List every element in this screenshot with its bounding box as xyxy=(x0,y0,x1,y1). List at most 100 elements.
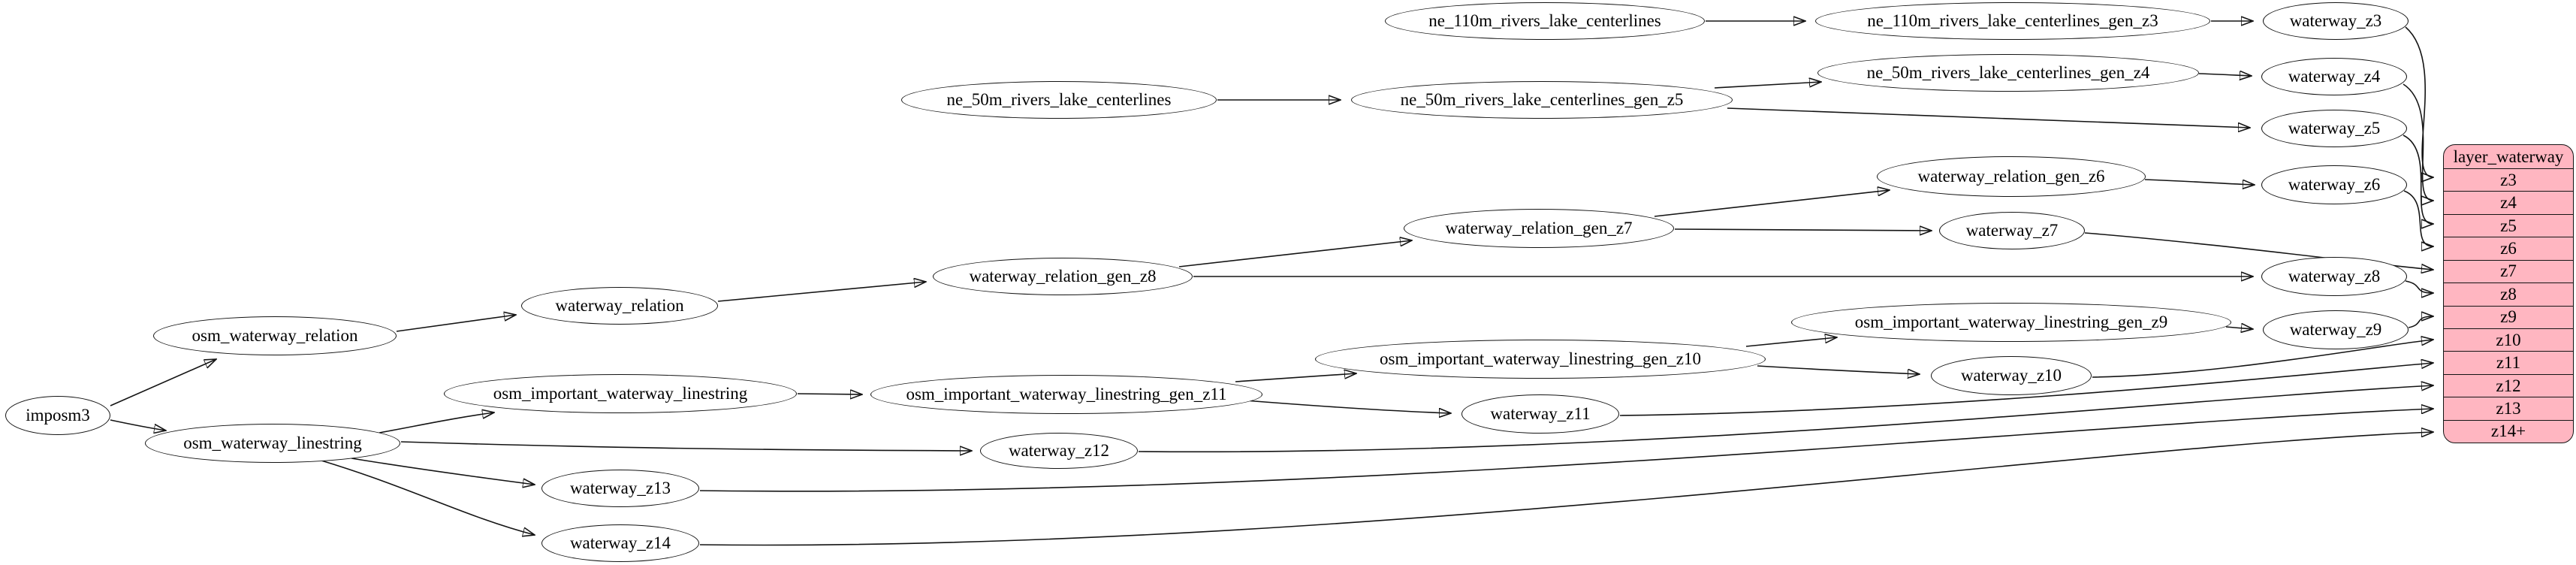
node-label: waterway_z4 xyxy=(2288,67,2381,86)
edge-ne_50m_rivers_lake_centerlines_gen_z5-waterway_z5 xyxy=(1727,107,2250,128)
edge-waterway_relation-waterway_relation_gen_z8 xyxy=(717,282,926,302)
edge-waterway_relation_gen_z7-waterway_relation_gen_z6 xyxy=(1654,190,1890,217)
node-waterway-z8: waterway_z8 xyxy=(2261,257,2407,296)
node-osm-waterway-linestring: osm_waterway_linestring xyxy=(145,424,400,463)
edge-osm_important_waterway_linestring_gen_z10-osm_important_waterway_linestring_gen_z9 xyxy=(1745,337,1837,347)
table-row-z13: z13 xyxy=(2444,397,2573,419)
table-row-z8: z8 xyxy=(2444,282,2573,305)
node-waterway-relation-gen-z6: waterway_relation_gen_z6 xyxy=(1877,156,2146,197)
edge-osm_waterway_linestring-waterway_z12 xyxy=(400,441,972,451)
edge-imposm3-osm_waterway_relation xyxy=(110,359,216,406)
edge-ne_50m_rivers_lake_centerlines_gen_z4-waterway_z4 xyxy=(2198,74,2252,76)
node-waterway-z5: waterway_z5 xyxy=(2261,110,2407,147)
edge-waterway_z7-layer_waterway-z7 xyxy=(2084,232,2433,270)
edge-osm_important_waterway_linestring_gen_z10-waterway_z10 xyxy=(1757,365,1920,374)
table-row-z3: z3 xyxy=(2500,170,2517,189)
edge-waterway_relation_gen_z7-waterway_z7 xyxy=(1674,229,1932,231)
edge-osm_waterway_linestring-osm_important_waterway_linestring xyxy=(379,412,494,434)
table-row-z10: z10 xyxy=(2444,328,2573,351)
node-label: waterway_z5 xyxy=(2288,119,2381,137)
node-ne-50m-rivers-lake-centerlines: ne_50m_rivers_lake_centerlines xyxy=(901,81,1217,119)
node-label: waterway_z11 xyxy=(1490,404,1591,423)
node-label: waterway_relation_gen_z8 xyxy=(969,267,1157,286)
edge-waterway_z4-layer_waterway-z4 xyxy=(2403,83,2433,201)
node-ne-50m-rivers-lake-centerlines-gen-z5: ne_50m_rivers_lake_centerlines_gen_z5 xyxy=(1351,81,1733,119)
table-layer-waterway: layer_waterway z3 z4 z5 z6 z7 z8 z9 z10 … xyxy=(2443,144,2574,443)
edge-waterway_z3-layer_waterway-z3 xyxy=(2405,26,2433,177)
node-osm-important-waterway-linestring-gen-z10: osm_important_waterway_linestring_gen_z1… xyxy=(1315,340,1766,379)
node-imposm3: imposm3 xyxy=(5,396,110,435)
table-row-z14plus: z14+ xyxy=(2444,419,2573,443)
node-waterway-relation-gen-z8: waterway_relation_gen_z8 xyxy=(933,258,1193,295)
edge-waterway_z14-layer_waterway-z14 xyxy=(699,432,2433,546)
edge-waterway_z12-layer_waterway-z12 xyxy=(1138,385,2433,453)
node-label: osm_waterway_linestring xyxy=(183,434,362,452)
node-label: waterway_z3 xyxy=(2289,11,2382,30)
table-row-z9: z9 xyxy=(2444,305,2573,328)
table-row-z11: z11 xyxy=(2444,351,2573,373)
node-waterway-z12: waterway_z12 xyxy=(980,433,1138,469)
node-label: waterway_z9 xyxy=(2289,320,2382,339)
node-ne-110m-rivers-lake-centerlines-gen-z3: ne_110m_rivers_lake_centerlines_gen_z3 xyxy=(1815,2,2210,40)
node-osm-important-waterway-linestring-gen-z9: osm_important_waterway_linestring_gen_z9 xyxy=(1791,303,2231,342)
node-label: waterway_relation_gen_z6 xyxy=(1917,167,2105,186)
node-label: ne_50m_rivers_lake_centerlines xyxy=(946,90,1172,109)
edge-waterway_z10-layer_waterway-z10 xyxy=(2092,340,2433,378)
edge-waterway_z11-layer_waterway-z11 xyxy=(1619,363,2433,416)
edge-waterway_relation_gen_z6-waterway_z6 xyxy=(2144,179,2255,185)
node-label: imposm3 xyxy=(26,406,90,425)
table-row-z12: z12 xyxy=(2444,373,2573,397)
node-label: ne_110m_rivers_lake_centerlines_gen_z3 xyxy=(1867,11,2158,30)
edge-osm_important_waterway_linestring_gen_z11-waterway_z11 xyxy=(1244,400,1451,413)
edge-osm_important_waterway_linestring_gen_z9-waterway_z9 xyxy=(2225,327,2253,329)
edge-osm_waterway_linestring-waterway_z14 xyxy=(321,460,535,535)
node-label: osm_important_waterway_linestring_gen_z9 xyxy=(1854,313,2168,331)
node-waterway-z7: waterway_z7 xyxy=(1939,212,2085,249)
table-row-z6: z6 xyxy=(2444,237,2573,259)
node-osm-important-waterway-linestring: osm_important_waterway_linestring xyxy=(444,374,797,413)
node-ne-110m-rivers-lake-centerlines: ne_110m_rivers_lake_centerlines xyxy=(1385,2,1705,40)
node-waterway-z14: waterway_z14 xyxy=(541,524,699,562)
table-title: layer_waterway xyxy=(2444,145,2573,169)
node-label: osm_important_waterway_linestring xyxy=(493,384,748,403)
edge-osm_waterway_linestring-waterway_z13 xyxy=(351,458,535,485)
edge-waterway_z5-layer_waterway-z5 xyxy=(2403,134,2433,224)
node-waterway-relation-gen-z7: waterway_relation_gen_z7 xyxy=(1404,209,1674,248)
node-label: waterway_z7 xyxy=(1965,221,2059,240)
node-label: osm_waterway_relation xyxy=(192,326,358,345)
edge-imposm3-osm_waterway_linestring xyxy=(110,419,166,431)
node-label: osm_important_waterway_linestring_gen_z1… xyxy=(1380,349,1701,368)
node-waterway-z6: waterway_z6 xyxy=(2261,165,2407,204)
table-row-z4: z4 xyxy=(2444,191,2573,213)
edge-waterway_z9-layer_waterway-z9 xyxy=(2408,316,2433,328)
node-label: waterway_z13 xyxy=(569,479,671,497)
edge-waterway_z6-layer_waterway-z6 xyxy=(2403,190,2433,246)
table-row-z7: z7 xyxy=(2444,259,2573,282)
edge-ne_50m_rivers_lake_centerlines_gen_z5-ne_50m_rivers_lake_centerlines_gen_z4 xyxy=(1714,82,1821,89)
node-label: waterway_z8 xyxy=(2288,267,2381,286)
edge-waterway_relation_gen_z8-waterway_relation_gen_z7 xyxy=(1178,240,1412,267)
edge-waterway_z13-layer_waterway-z13 xyxy=(699,409,2433,492)
node-label: waterway_z12 xyxy=(1008,441,1110,460)
node-waterway-relation: waterway_relation xyxy=(521,287,718,325)
node-osm-important-waterway-linestring-gen-z11: osm_important_waterway_linestring_gen_z1… xyxy=(870,375,1262,414)
node-label: waterway_z14 xyxy=(569,533,671,552)
node-waterway-z4: waterway_z4 xyxy=(2261,58,2407,95)
node-label: osm_important_waterway_linestring_gen_z1… xyxy=(906,385,1227,403)
node-label: waterway_z6 xyxy=(2288,175,2381,194)
node-label: ne_110m_rivers_lake_centerlines xyxy=(1428,11,1661,30)
node-waterway-z10: waterway_z10 xyxy=(1931,356,2092,395)
node-ne-50m-rivers-lake-centerlines-gen-z4: ne_50m_rivers_lake_centerlines_gen_z4 xyxy=(1817,54,2199,92)
node-waterway-z11: waterway_z11 xyxy=(1461,394,1619,434)
node-waterway-z3: waterway_z3 xyxy=(2263,2,2409,40)
edge-waterway_z8-layer_waterway-z8 xyxy=(2405,280,2433,293)
table-row-z5: z5 xyxy=(2444,213,2573,237)
node-waterway-z9: waterway_z9 xyxy=(2263,310,2409,349)
node-label: waterway_relation xyxy=(555,296,684,315)
edge-osm_important_waterway_linestring_gen_z11-osm_important_waterway_linestring_gen_z10 xyxy=(1235,373,1356,382)
node-osm-waterway-relation: osm_waterway_relation xyxy=(153,316,397,355)
node-waterway-z13: waterway_z13 xyxy=(541,470,699,507)
node-label: ne_50m_rivers_lake_centerlines_gen_z5 xyxy=(1400,90,1684,109)
